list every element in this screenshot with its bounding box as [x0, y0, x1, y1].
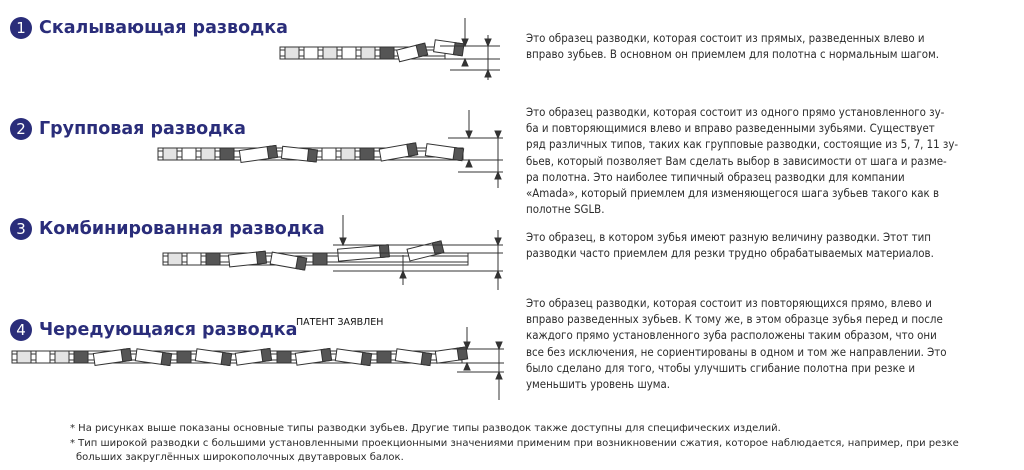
section-description: Это образец разводки, которая состоит из…	[526, 31, 940, 62]
section-description: Это образец, в котором зубья имеют разну…	[526, 230, 934, 261]
patent-pending-label: ПАТЕНТ ЗАЯВЛЕН	[296, 317, 384, 328]
section-description: Это образец разводки, которая состоит из…	[526, 105, 959, 217]
section-4: 4 Чередующаяся разводка ПАТЕНТ ЗАЯВЛЕН	[0, 296, 1024, 420]
section-number-badge: 1	[10, 17, 32, 39]
section-title-text: Комбинированная разводка	[39, 219, 325, 239]
section-4-title: 4 Чередующаяся разводка	[10, 319, 297, 341]
section-3: 3 Комбинированная разводка Э	[0, 215, 1024, 305]
section-number-badge: 2	[10, 118, 32, 140]
set-pattern-diagram-4	[11, 327, 504, 400]
section-1-title: 1 Скалывающая разводка	[10, 17, 288, 39]
set-pattern-diagram-2	[157, 110, 503, 188]
footnote: больших закруглённых широкополочных двут…	[76, 452, 404, 463]
section-title-text: Скалывающая разводка	[39, 18, 288, 38]
section-number-badge: 3	[10, 218, 32, 240]
section-description: Это образец разводки, которая состоит из…	[526, 296, 947, 392]
footnotes: * На рисунках выше показаны основные тип…	[70, 422, 1010, 466]
section-3-title: 3 Комбинированная разводка	[10, 218, 325, 240]
section-title-text: Групповая разводка	[39, 119, 246, 139]
set-pattern-diagram-3	[162, 215, 503, 290]
section-2-title: 2 Групповая разводка	[10, 118, 246, 140]
section-number-badge: 4	[10, 319, 32, 341]
section-1: 1 Скалывающая разводка	[0, 0, 1024, 100]
section-2: 2 Групповая разводка	[0, 100, 1024, 217]
footnote: * На рисунках выше показаны основные тип…	[70, 423, 781, 434]
set-pattern-diagram-1	[279, 18, 500, 80]
section-title-text: Чередующаяся разводка	[39, 320, 298, 340]
footnote: * Тип широкой разводки с большими устано…	[70, 437, 959, 449]
